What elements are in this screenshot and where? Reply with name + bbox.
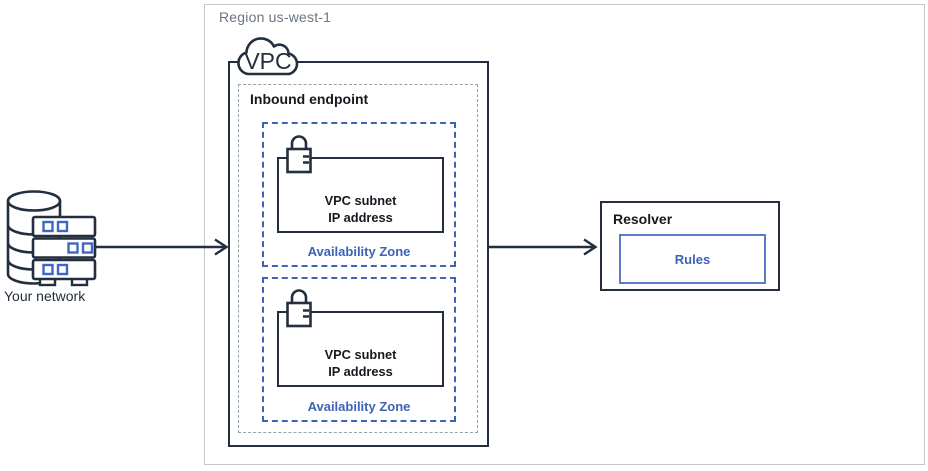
arrow-vpc-to-resolver bbox=[488, 237, 600, 257]
availability-zone-1: Availability Zone bbox=[262, 122, 456, 267]
subnet-2-line1: VPC subnet bbox=[324, 347, 397, 362]
availability-zone-2-label: Availability Zone bbox=[307, 399, 411, 414]
resolver-label: Resolver bbox=[613, 211, 673, 227]
your-network-label: Your network bbox=[4, 288, 86, 304]
lock-icon bbox=[280, 132, 318, 178]
inbound-endpoint-container bbox=[238, 84, 478, 433]
rules-label: Rules bbox=[674, 251, 711, 267]
svg-text:VPC: VPC bbox=[244, 48, 291, 74]
arrow-network-to-vpc bbox=[94, 237, 232, 257]
resolver-container: Resolver Rules bbox=[600, 201, 780, 291]
subnet-2-line2: IP address bbox=[328, 364, 393, 379]
vpc-cloud-icon: VPC bbox=[231, 33, 305, 80]
region-label: Region us-west-1 bbox=[219, 9, 332, 25]
availability-zone-1-label: Availability Zone bbox=[307, 244, 411, 259]
availability-zone-2: Availability Zone bbox=[262, 277, 456, 422]
subnet-1-line2: IP address bbox=[328, 210, 393, 225]
database-servers-icon bbox=[2, 186, 98, 296]
subnet-1-line1: VPC subnet bbox=[324, 193, 397, 208]
subnet-box-2: VPC subnet IP address bbox=[277, 311, 444, 387]
inbound-endpoint-label: Inbound endpoint bbox=[250, 91, 369, 107]
lock-icon bbox=[280, 286, 318, 332]
rules-box: Rules bbox=[619, 234, 766, 284]
